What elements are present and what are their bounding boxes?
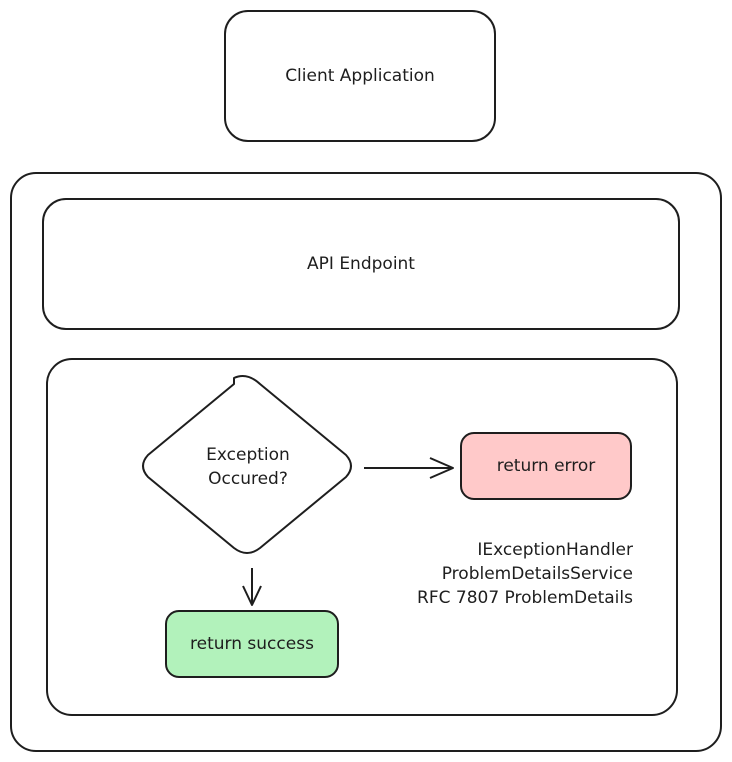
return-success-box: return success [165, 610, 339, 678]
arrow-to-error-head [429, 457, 454, 479]
client-application-box: Client Application [224, 10, 496, 142]
implementation-notes: IExceptionHandler ProblemDetailsService … [360, 538, 633, 610]
decision-label-line-2: Occured? [208, 469, 288, 489]
return-success-label: return success [190, 634, 314, 654]
decision-label-line-1: Exception [206, 445, 290, 465]
note-rfc-7807: RFC 7807 ProblemDetails [417, 588, 633, 608]
note-problemdetailsservice: ProblemDetailsService [441, 564, 633, 584]
client-application-label: Client Application [285, 66, 435, 86]
arrow-to-success-head [242, 585, 262, 606]
return-error-box: return error [460, 432, 632, 500]
server-container [10, 172, 722, 752]
decision-label: Exception Occured? [150, 443, 346, 491]
api-endpoint-box: API Endpoint [42, 198, 680, 330]
exception-handling-container [46, 358, 678, 716]
decision-diamond [142, 375, 352, 554]
note-iexceptionhandler: IExceptionHandler [477, 540, 633, 560]
return-error-label: return error [496, 456, 596, 476]
api-endpoint-label: API Endpoint [307, 254, 415, 274]
